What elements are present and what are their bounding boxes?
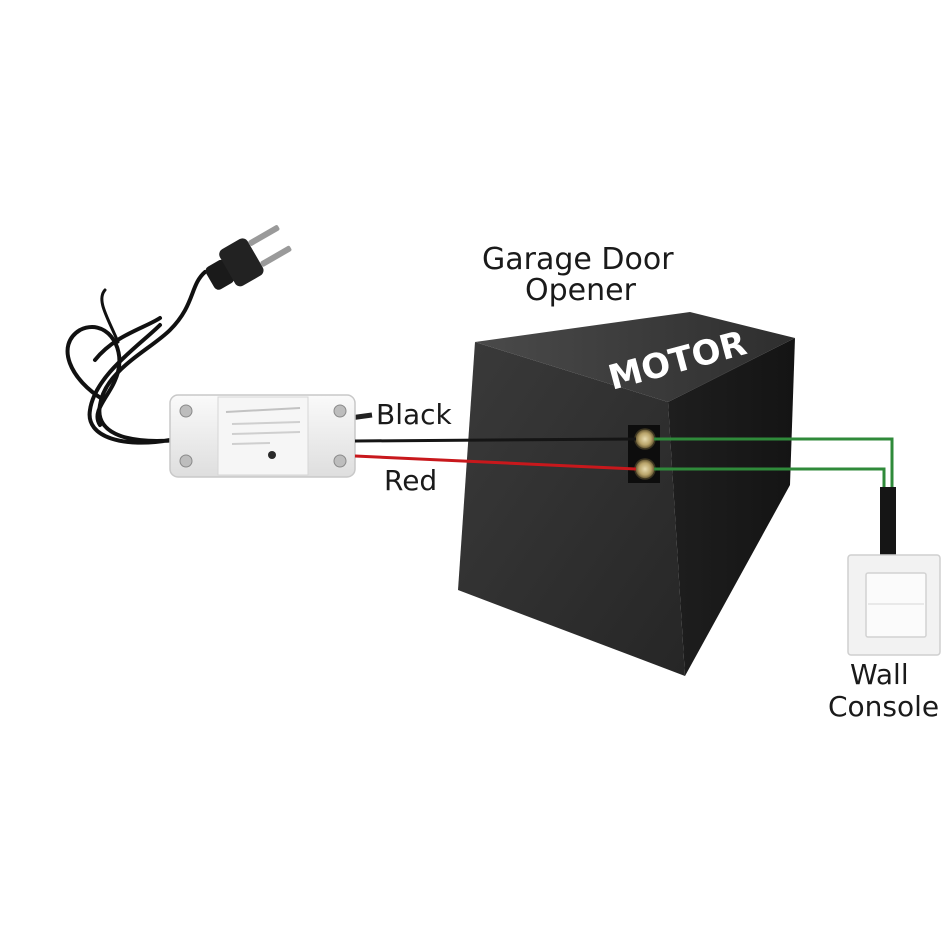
status-led xyxy=(268,451,276,459)
terminal-screw-top xyxy=(634,428,656,450)
power-plug xyxy=(65,225,292,445)
black-wire xyxy=(354,437,637,443)
relay-module xyxy=(169,394,373,478)
console-cable xyxy=(880,487,896,559)
opener-title-line1: Garage Door xyxy=(482,242,674,277)
power-cord xyxy=(87,270,207,445)
console-button xyxy=(865,572,927,638)
black-wire-label: Black xyxy=(376,398,453,431)
green-wire-bottom xyxy=(654,467,886,490)
motor-side-face xyxy=(668,338,795,676)
console-label-line1: Wall xyxy=(850,658,909,691)
red-wire-label: Red xyxy=(384,464,437,497)
wall-console xyxy=(847,554,941,656)
console-label-line2: Console xyxy=(828,690,939,723)
green-wire-top xyxy=(654,437,894,490)
terminal-screw-bottom xyxy=(634,458,656,480)
motor-top-face xyxy=(475,312,795,402)
opener-title-line2: Opener xyxy=(525,273,637,308)
motor-unit: MOTOR xyxy=(458,312,795,676)
red-wire xyxy=(354,454,637,471)
